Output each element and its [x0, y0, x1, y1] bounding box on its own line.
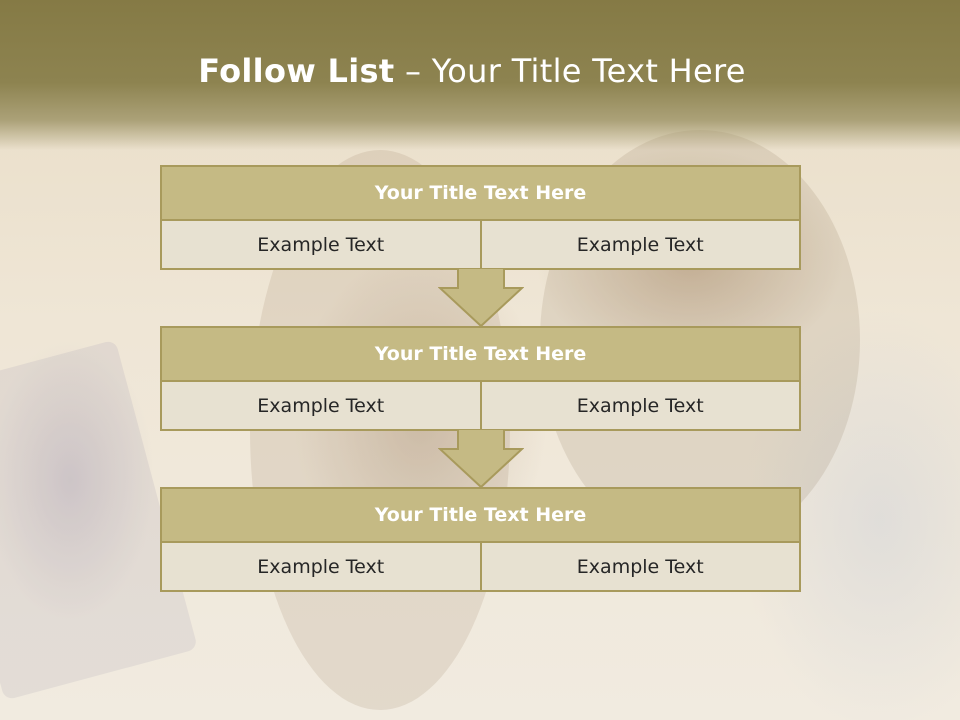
block-row: Example Text Example Text [160, 382, 801, 431]
block-row: Example Text Example Text [160, 221, 801, 270]
title-bar [0, 0, 960, 150]
block-cell-right: Example Text [481, 221, 801, 270]
down-arrow-icon [438, 268, 524, 328]
list-block-3: Your Title Text Here Example Text Exampl… [160, 487, 801, 592]
block-cell-right: Example Text [481, 382, 801, 431]
slide-title-bold: Follow List [198, 52, 395, 90]
block-title: Your Title Text Here [160, 487, 801, 543]
slide-title: Follow List – Your Title Text Here [0, 52, 944, 90]
block-cell-left: Example Text [160, 221, 482, 270]
block-row: Example Text Example Text [160, 543, 801, 592]
slide-title-rest: – Your Title Text Here [404, 52, 746, 90]
list-block-2: Your Title Text Here Example Text Exampl… [160, 326, 801, 431]
block-cell-right: Example Text [481, 543, 801, 592]
down-arrow-icon [438, 429, 524, 489]
block-cell-left: Example Text [160, 382, 482, 431]
block-cell-left: Example Text [160, 543, 482, 592]
block-title: Your Title Text Here [160, 165, 801, 221]
list-block-1: Your Title Text Here Example Text Exampl… [160, 165, 801, 270]
block-title: Your Title Text Here [160, 326, 801, 382]
